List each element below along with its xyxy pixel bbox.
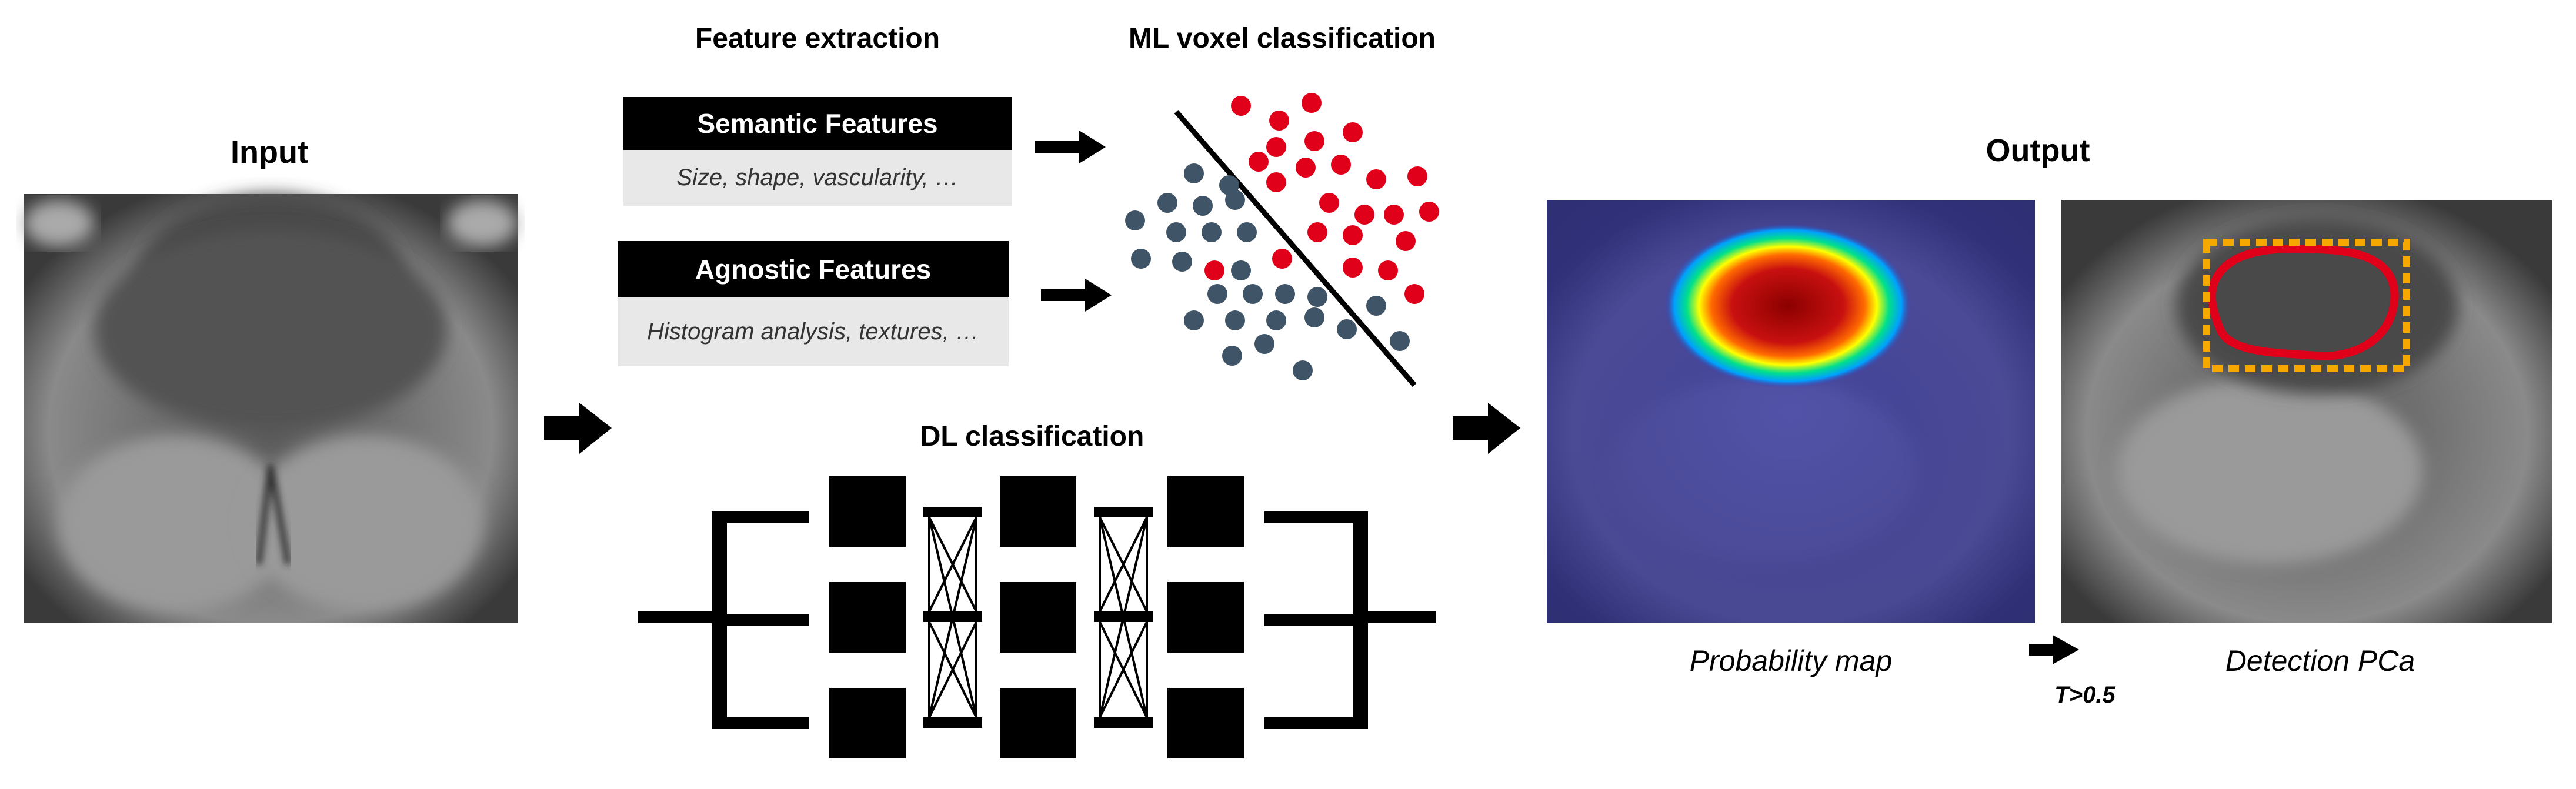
threshold-label: T>0.5 xyxy=(2054,682,2115,708)
input-mri-image xyxy=(24,194,518,623)
input-label: Input xyxy=(231,135,308,170)
probability-map-label: Probability map xyxy=(1689,644,1893,677)
probability-map-image xyxy=(1547,200,2035,623)
ml-scatter-plot xyxy=(1125,93,1439,387)
detection-pca-image xyxy=(2061,200,2552,623)
arrow-right-icon xyxy=(1035,131,1106,163)
arrow-right-icon xyxy=(1041,279,1112,312)
lesion-contour xyxy=(2207,244,2399,360)
arrow-right-icon xyxy=(544,403,612,454)
semantic-features-examples: Size, shape, vascularity, … xyxy=(623,150,1012,206)
detection-pca-label: Detection PCa xyxy=(2225,644,2415,677)
agnostic-features-examples: Histogram analysis, textures, … xyxy=(618,297,1009,366)
neural-network-icon xyxy=(638,476,1436,758)
arrow-right-icon xyxy=(1453,403,1520,454)
detection-bounding-box xyxy=(2203,239,2410,372)
arrow-right-icon xyxy=(2029,635,2079,664)
semantic-features-title: Semantic Features xyxy=(623,97,1012,150)
ml-voxel-classification-label: ML voxel classification xyxy=(1129,23,1436,54)
dl-classification-label: DL classification xyxy=(920,421,1144,452)
agnostic-features-title: Agnostic Features xyxy=(618,241,1009,297)
output-label: Output xyxy=(1986,133,2090,168)
feature-extraction-label: Feature extraction xyxy=(695,23,940,54)
